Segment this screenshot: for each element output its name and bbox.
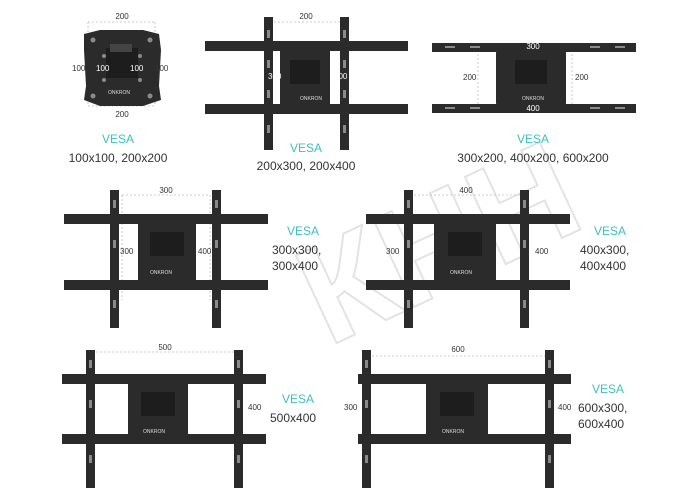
slot-holes [267,30,346,133]
dim-label: 400 [558,403,572,412]
mount-panel-4: ONKRON 300 300 400 VESA 300x300, 300x400 [64,186,321,328]
vesa-sizes: 600x400 [578,417,624,431]
slot-holes [407,200,526,308]
dim-label: 100 [72,64,86,73]
dim-label: 100 [96,64,110,73]
brand-logo: ONKRON [522,96,544,102]
dim-label: 400 [459,186,473,195]
dim-label: 300 [159,186,173,195]
vesa-sizes: 500x400 [270,411,316,425]
dim-label: 400 [198,247,212,256]
slot-holes [89,360,240,463]
mount-panel-7: ONKRON 600 300 400 VESA 600x300, 600x400 [344,345,627,488]
vesa-sizes: 100x100, 200x200 [69,151,168,165]
dim-label: 100 [130,64,144,73]
mount-panel-2: ONKRON 200 300 400 VESA 200x300, 200x400 [205,12,408,173]
dim-label: 300 [386,247,400,256]
mount-bracket [358,350,571,488]
dim-label: 100 [155,64,169,73]
vesa-sizes: 400x300, [580,243,629,257]
mount-bracket [62,350,266,488]
dim-label: 400 [248,403,262,412]
dim-label: 400 [535,247,549,256]
vesa-sizes: 300x200, 400x200, 600x200 [457,151,609,165]
brand-logo: ONKRON [450,270,472,276]
mount-panel-3: ONKRON 300 200 200 400 VESA 300x200, 400… [432,42,636,165]
dim-label: 200 [115,110,129,119]
vesa-sizes: 400x400 [580,259,626,273]
vesa-sizes: 200x300, 200x400 [257,159,356,173]
mount-plate [84,30,161,106]
brand-logo: ONKRON [300,96,322,102]
dim-label: 200 [463,73,477,82]
dim-label: 300 [120,247,134,256]
mount-bracket [64,190,268,328]
vesa-sizes: 300x300, [272,243,321,257]
vesa-label: VESA [282,392,314,406]
vesa-label: VESA [517,132,549,146]
vesa-label: VESA [287,224,319,238]
mount-panel-6: ONKRON 500 400 VESA 500x400 [62,343,316,488]
vesa-label: VESA [592,382,624,396]
dim-label: 300 [344,403,358,412]
dim-label: 300 [526,42,540,51]
vesa-label: VESA [290,141,322,155]
dim-label: 300 [268,72,282,81]
dimension-lines [121,194,211,300]
vesa-sizes: 300x400 [272,259,318,273]
dim-label: 200 [115,12,129,21]
vesa-label: VESA [594,224,626,238]
dimension-lines [477,50,573,104]
mount-panel-5: ONKRON 400 300 400 VESA 400x300, 400x400 [366,186,629,328]
mount-panel-1: ONKRON 200 100 100 100 100 200 VESA 100x… [69,12,169,165]
dim-label: 500 [158,343,172,352]
vesa-sizes: 600x300, [578,401,627,415]
dim-label: 200 [575,73,589,82]
slot-holes [113,200,218,308]
slot-holes [445,46,625,109]
dim-label: 600 [451,345,465,354]
brand-logo: ONKRON [150,270,172,276]
vesa-label: VESA [102,132,134,146]
dim-label: 400 [334,72,348,81]
mount-bracket [205,17,408,150]
dim-label: 400 [526,104,540,113]
dim-label: 200 [299,12,313,21]
brand-logo: ONKRON [442,429,464,435]
brand-logo: ONKRON [108,90,130,96]
brand-logo: ONKRON [143,429,165,435]
slot-holes [365,360,551,463]
